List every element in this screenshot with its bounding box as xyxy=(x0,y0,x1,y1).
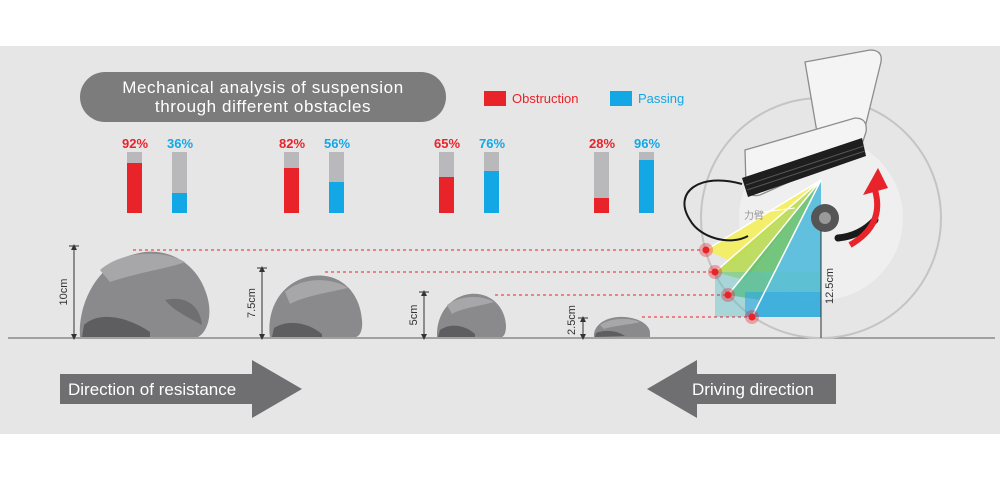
bar-obstruction-2 xyxy=(284,152,299,213)
tag-line xyxy=(754,207,796,214)
title-line-2: through different obstacles xyxy=(154,97,372,116)
bar-label-obstruction-4: 28% xyxy=(588,136,616,151)
scooter-rubber xyxy=(742,138,866,197)
title-line-1: Mechanical analysis of suspension xyxy=(122,78,404,97)
contact-point-1 xyxy=(702,246,710,254)
bar-label-obstruction-3: 65% xyxy=(433,136,461,151)
legend-obstruction: Obstruction xyxy=(484,91,578,106)
dimension-2 xyxy=(257,266,267,340)
rock-1 xyxy=(79,251,210,337)
height-label-1: 10cm xyxy=(58,279,70,306)
brake-cable xyxy=(683,179,749,242)
dimension-3 xyxy=(419,290,429,340)
bar-fill-obstruction-4 xyxy=(594,197,609,213)
contact-point-4 xyxy=(748,313,756,321)
rock-2 xyxy=(269,275,363,337)
fan-green xyxy=(728,180,821,300)
lever-arm-tag: 力臂 xyxy=(744,209,764,222)
driving-label: Driving direction xyxy=(692,380,814,399)
rubber-stripe-1 xyxy=(745,145,865,186)
bar-label-passing-3: 76% xyxy=(478,136,506,151)
legend-label-obstruction: Obstruction xyxy=(512,91,579,106)
rotation-arrow xyxy=(848,189,881,248)
rock-4 xyxy=(593,316,650,337)
fan-yellow xyxy=(706,180,821,262)
bar-fill-passing-4 xyxy=(639,160,654,213)
legend-passing: Passing xyxy=(610,91,684,106)
force-line-3 xyxy=(727,179,822,296)
resistance-arrow xyxy=(60,360,302,418)
rock-3 xyxy=(436,293,506,337)
bar-label-passing-2: 56% xyxy=(323,136,351,151)
bar-passing-1 xyxy=(172,152,187,213)
wheel-height-label: 12.5cm xyxy=(824,268,836,304)
bar-fill-passing-2 xyxy=(329,182,344,213)
contact-point-3 xyxy=(724,291,732,299)
legend-swatch-passing xyxy=(610,91,632,106)
resistance-label: Direction of resistance xyxy=(68,380,237,399)
force-line-4 xyxy=(751,179,822,318)
dimension-4 xyxy=(578,316,588,340)
bar-passing-4 xyxy=(639,152,654,213)
bar-label-obstruction-2: 82% xyxy=(278,136,306,151)
contact-points xyxy=(699,243,759,324)
height-label-2: 7.5cm xyxy=(246,288,258,318)
force-line-2 xyxy=(714,179,822,273)
rotation-arrow-head xyxy=(863,168,888,195)
height-label-3: 5cm xyxy=(408,305,420,326)
legend-label-passing: Passing xyxy=(638,91,685,106)
bar-obstruction-1 xyxy=(127,152,142,213)
wheel-graphic: 力臂 12.5cm xyxy=(683,49,942,339)
dimension-1 xyxy=(69,244,79,340)
bar-fill-passing-1 xyxy=(172,193,187,213)
bar-label-passing-1: 36% xyxy=(166,136,194,151)
legend-swatch-obstruction xyxy=(484,91,506,106)
driving-arrow xyxy=(647,360,836,418)
bar-fill-obstruction-1 xyxy=(127,162,142,213)
bar-obstruction-4 xyxy=(594,152,609,213)
contact-point-2 xyxy=(711,268,719,276)
wheel-axle xyxy=(819,212,831,224)
bar-label-obstruction-1: 92% xyxy=(121,136,149,151)
height-label-4: 2.5cm xyxy=(566,305,578,335)
bar-fill-passing-3 xyxy=(484,171,499,213)
bar-passing-2 xyxy=(329,152,344,213)
bar-passing-3 xyxy=(484,152,499,213)
bar-obstruction-3 xyxy=(439,152,454,213)
bar-fill-obstruction-3 xyxy=(439,177,454,213)
rubber-stripe-2 xyxy=(746,150,866,191)
bar-fill-obstruction-2 xyxy=(284,167,299,213)
force-line-1 xyxy=(705,179,822,251)
bar-label-passing-4: 96% xyxy=(633,136,661,151)
fan-lightgreen xyxy=(715,180,821,280)
title-pill: Mechanical analysis of suspension throug… xyxy=(80,72,446,122)
